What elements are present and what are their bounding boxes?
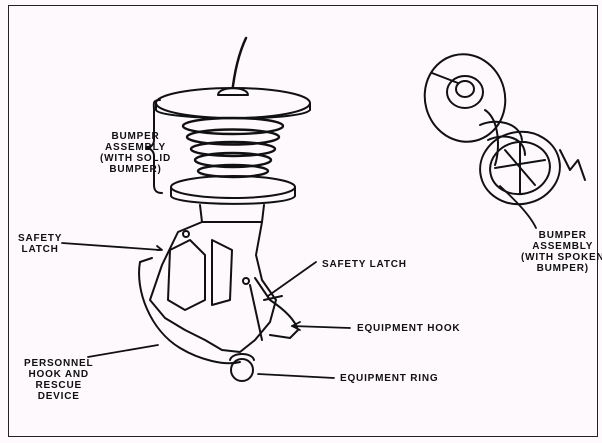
label-line: BUMPER)	[536, 263, 589, 274]
label-line: (WITH SPOKEN	[521, 252, 602, 263]
label-bumper-assembly-spoken: BUMPER ASSEMBLY (WITH SPOKEN BUMPER)	[521, 230, 602, 274]
diagram-frame	[8, 5, 598, 437]
label-safety-latch-left: SAFETY LATCH	[18, 233, 62, 255]
label-line: (WITH SOLID	[100, 153, 172, 164]
bracket	[145, 99, 163, 194]
cable	[230, 36, 248, 96]
hook-body	[138, 221, 299, 382]
spoken-bumper-illustration	[423, 53, 586, 206]
label-line: DEVICE	[37, 391, 80, 402]
label-equipment-ring: EQUIPMENT RING	[340, 373, 439, 384]
label-equipment-hook: EQUIPMENT HOOK	[357, 323, 461, 334]
label-safety-latch-right: SAFETY LATCH	[322, 259, 407, 270]
label-line: BUMPER)	[109, 164, 162, 175]
leader-lines	[61, 185, 537, 379]
spring-coils	[181, 116, 285, 179]
label-line: BUMPER	[111, 131, 160, 142]
shank	[199, 204, 265, 223]
label-line: BUMPER	[538, 230, 587, 241]
label-line: SAFETY	[18, 233, 63, 244]
label-line: PERSONNEL	[24, 358, 94, 369]
label-line: ASSEMBLY	[104, 142, 167, 153]
label-bumper-assembly-solid: BUMPER ASSEMBLY (WITH SOLID BUMPER)	[100, 131, 171, 175]
label-line: HOOK AND	[28, 369, 89, 380]
solid-bumper-bottom	[170, 175, 296, 205]
label-line: LATCH	[21, 244, 59, 255]
label-line: ASSEMBLY	[532, 241, 594, 252]
label-line: RESCUE	[35, 380, 82, 391]
solid-bumper-top	[155, 87, 311, 120]
label-personnel-hook: PERSONNEL HOOK AND RESCUE DEVICE	[24, 358, 93, 402]
